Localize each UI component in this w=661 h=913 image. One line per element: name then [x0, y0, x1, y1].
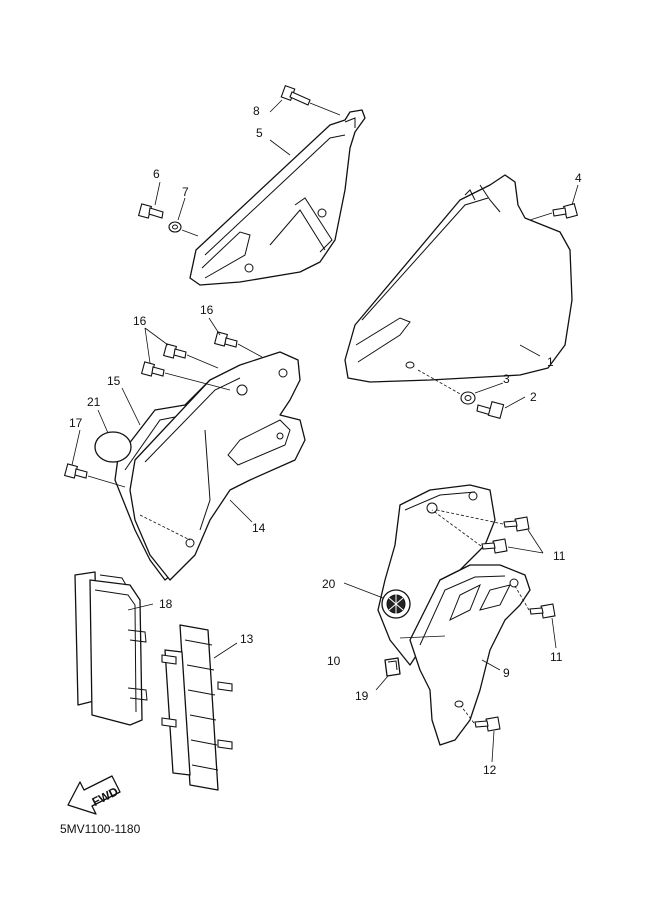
callout-7: 7: [182, 185, 189, 199]
callout-3: 3: [503, 372, 510, 386]
bolt-part-11-b: [431, 509, 508, 554]
bolt-part-16-a: [162, 343, 219, 369]
part-code: 5MV1100-1180: [60, 822, 141, 836]
washer-part-7: [168, 221, 199, 237]
callout-20: 20: [322, 577, 336, 591]
callout-14: 14: [252, 521, 266, 535]
callout-1: 1: [547, 355, 554, 369]
callout-2: 2: [530, 390, 537, 404]
bolt-part-11-c: [514, 585, 556, 619]
side-cover-part-5: [189, 109, 366, 286]
bolt-part-8: [280, 84, 341, 116]
callout-16-b: 16: [200, 303, 214, 317]
callout-6: 6: [153, 167, 160, 181]
callout-5: 5: [256, 126, 263, 140]
callout-11-a: 11: [553, 549, 566, 563]
callout-21: 21: [87, 395, 101, 409]
emblem-part-21: [94, 409, 132, 463]
callout-8: 8: [253, 104, 260, 118]
bolt-part-16-c: [140, 361, 231, 391]
bolt-part-16-b: [213, 331, 263, 358]
callout-12: 12: [483, 763, 497, 777]
callout-13: 13: [240, 632, 254, 646]
bolt-part-4: [529, 202, 579, 221]
side-cover-part-1: [344, 174, 573, 383]
callout-10: 10: [327, 654, 341, 668]
clip-part-19: [384, 657, 401, 677]
bolt-part-11-a: [436, 509, 530, 532]
radiator-guard-part-18: [74, 571, 148, 726]
bolt-part-12: [460, 705, 501, 732]
callout-4: 4: [575, 171, 582, 185]
bolt-part-2: [476, 401, 505, 419]
callout-17: 17: [69, 416, 83, 430]
callout-19: 19: [355, 689, 369, 703]
callout-9: 9: [503, 666, 510, 680]
callout-labels: 1 2 3 4 5 6 7 8 9 10 11 11 12 13 14 15 1…: [69, 104, 582, 777]
shroud-part-9: [399, 564, 531, 746]
callout-11-b: 11: [550, 650, 563, 664]
washer-part-3: [417, 369, 476, 405]
bolt-part-6: [137, 203, 164, 219]
shroud-part-14: [129, 351, 306, 581]
leader-lines: [71, 99, 579, 763]
bolt-part-17: [63, 463, 126, 488]
callout-15: 15: [107, 374, 121, 388]
forward-arrow-icon: FWD: [67, 775, 121, 815]
callout-18: 18: [159, 597, 173, 611]
radiator-louver-part-13: [161, 624, 233, 791]
emblem-part-20: [381, 589, 411, 619]
callout-16-a: 16: [133, 314, 147, 328]
